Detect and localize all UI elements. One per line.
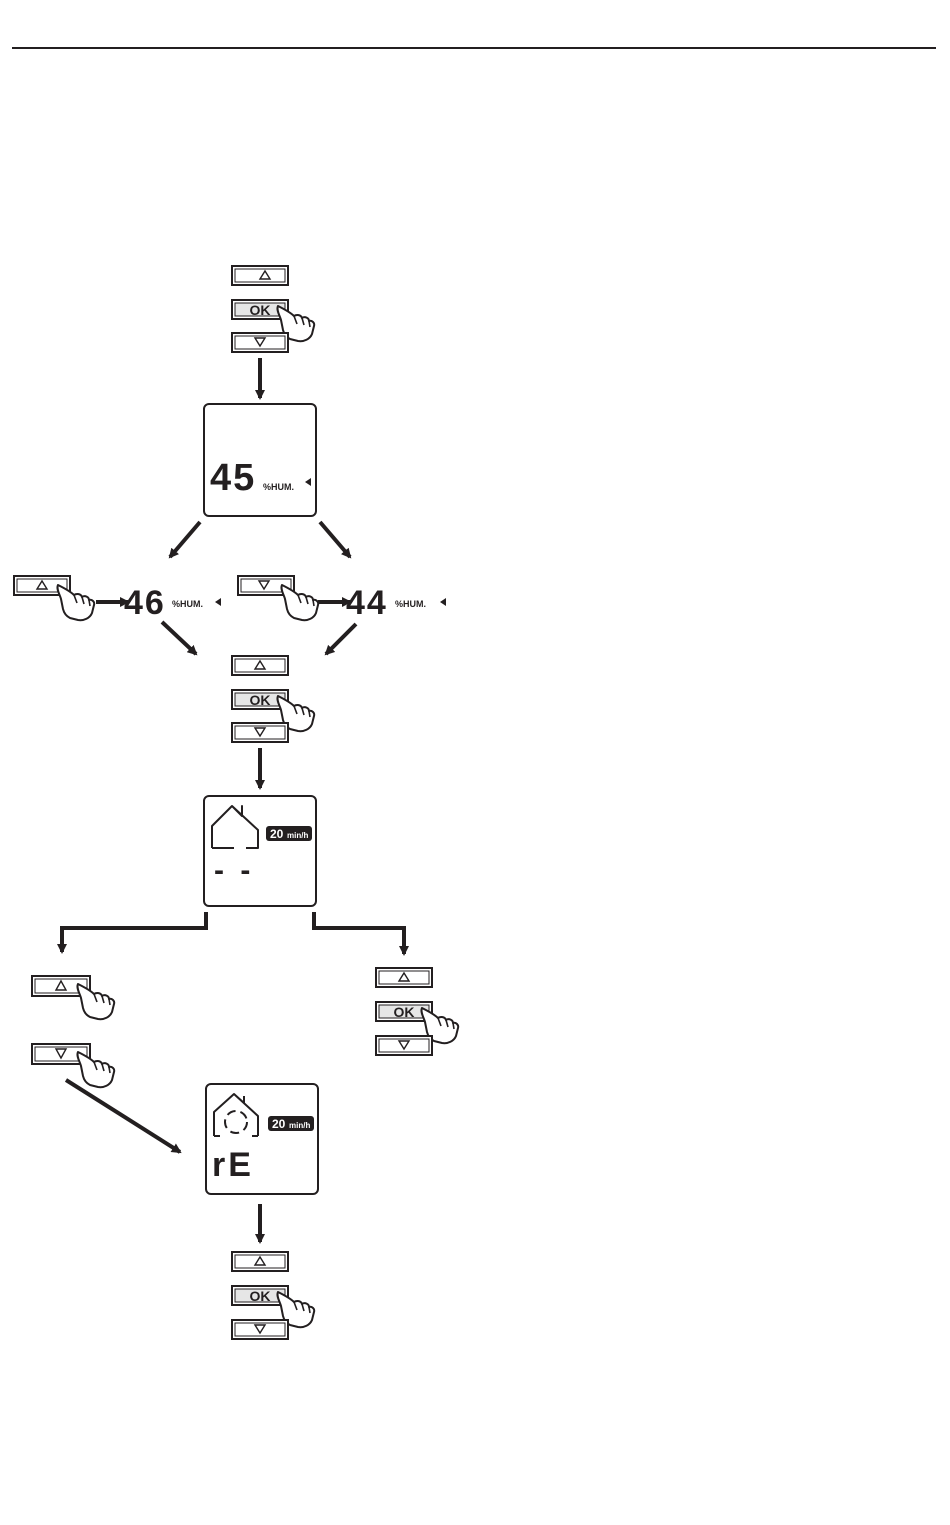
up-button[interactable] (376, 968, 432, 987)
left-button-pair (32, 976, 114, 1087)
pointer-icon (215, 598, 221, 606)
arrow-elbow-left (62, 912, 206, 952)
humidity-value-increased: 46 (124, 584, 166, 622)
arrow-right-branch (320, 522, 350, 557)
recirculation-value: rE (212, 1146, 254, 1184)
humidity-value: 45 (210, 457, 256, 499)
pressing-hand-icon (77, 1052, 114, 1087)
lcd-screen-ventilation: 20 min/h - - (204, 796, 316, 906)
up-button[interactable] (232, 656, 288, 675)
down-button[interactable] (232, 1320, 288, 1339)
humidity-value-decreased: 44 (346, 584, 388, 622)
button-group-4: OK (232, 1252, 314, 1339)
pressing-hand-icon (281, 585, 318, 620)
humidity-unit: %HUM. (395, 599, 426, 609)
lcd-screen-recirculation: 20 min/h rE (206, 1084, 318, 1194)
button-group-1: OK (232, 266, 314, 352)
ok-label: OK (250, 302, 271, 318)
branch-increase: 46 %HUM. (14, 576, 221, 622)
down-button[interactable] (376, 1036, 432, 1055)
arrow-diagonal (66, 1080, 180, 1152)
up-button[interactable] (232, 266, 288, 285)
ok-label: OK (250, 692, 271, 708)
pressing-hand-icon (57, 585, 94, 620)
up-button[interactable] (232, 1252, 288, 1271)
humidity-unit: %HUM. (172, 599, 203, 609)
badge-value: 20 (270, 827, 284, 841)
pressing-hand-icon (77, 984, 114, 1019)
humidity-unit: %HUM. (263, 482, 294, 492)
ok-label: OK (394, 1004, 415, 1020)
badge-unit: min/h (289, 1121, 310, 1130)
arrow-converge-right (326, 624, 356, 654)
arrow-converge-left (162, 622, 196, 654)
badge-unit: min/h (287, 831, 308, 840)
ok-label: OK (250, 1288, 271, 1304)
ventilation-value: - - (214, 854, 254, 887)
arrow-elbow-right (314, 912, 404, 954)
branch-decrease: 44 %HUM. (238, 576, 446, 622)
down-button[interactable] (232, 333, 288, 352)
button-group-3: OK (376, 968, 458, 1055)
badge-value: 20 (272, 1117, 286, 1131)
button-group-2: OK (232, 656, 314, 742)
arrow-left-branch (170, 522, 200, 557)
pointer-icon (440, 598, 446, 606)
down-button[interactable] (232, 723, 288, 742)
lcd-screen-humidity: 45 %HUM. (204, 404, 316, 516)
